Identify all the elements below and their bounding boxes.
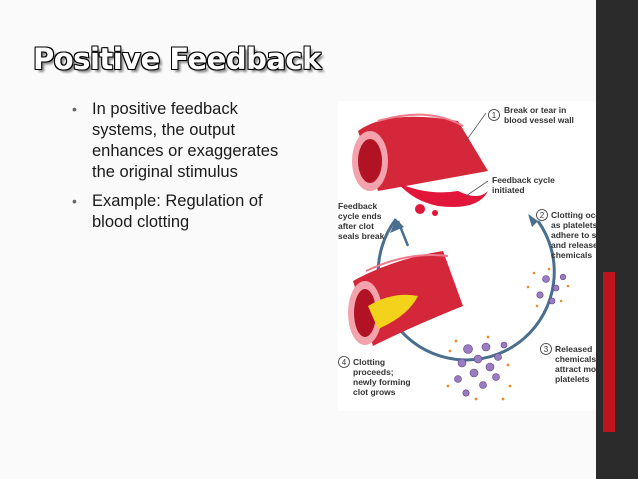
step-1-line-2: blood vessel wall (504, 115, 574, 125)
cycle-exit-arrow (396, 220, 410, 247)
bullet-item: • Example: Regulation of blood clotting (70, 191, 300, 233)
feedback-initiated-leader (465, 180, 489, 197)
step-4-line-3: newly forming (353, 377, 411, 387)
step-4-line-1: Clotting (353, 357, 385, 367)
step-2-number: 2 (540, 211, 545, 220)
step-3-number: 3 (544, 345, 549, 354)
feedback-ends-label: Feedback cycle ends after clot seals bre… (338, 201, 385, 241)
feedback-initiated-label: Feedback cycle initiated (492, 175, 555, 195)
chemical-dots (526, 267, 570, 308)
step-2-line-3: adhere to site (551, 230, 596, 240)
clotted-vessel-illustration (348, 251, 463, 346)
torn-vessel-illustration (352, 113, 488, 216)
blood-clotting-diagram: 1 Break or tear in blood vessel wall Fee… (338, 101, 614, 411)
bullet-dot-icon: • (72, 101, 77, 117)
feedback-initiated-line-2: initiated (492, 185, 525, 195)
step-2-line-1: Clotting occurs (551, 210, 596, 220)
step-2-line-5: chemicals (551, 250, 592, 260)
step-3-line-4: platelets (555, 374, 590, 384)
step-1-label: 1 Break or tear in blood vessel wall (488, 105, 574, 125)
step-4-label: 4 Clotting proceeds; newly forming clot … (338, 356, 411, 397)
feedback-ends-line-3: after clot (338, 221, 374, 231)
step-1-line-1: Break or tear in (504, 105, 566, 115)
slide-title: Positive Feedback (33, 42, 321, 76)
step-3-line-3: attract more (555, 364, 596, 374)
step-1-number: 1 (492, 111, 497, 120)
step-3-line-2: chemicals (555, 354, 596, 364)
chemical-dots-large (446, 335, 512, 401)
bullet-text: In positive feedback systems, the output… (92, 100, 279, 181)
diagram-svg: 1 Break or tear in blood vessel wall Fee… (338, 105, 614, 401)
bullet-dot-icon: • (72, 193, 77, 209)
step-2-line-2: as platelets (551, 220, 596, 230)
step-2-line-4: and release (551, 240, 596, 250)
step-2-label: 2 Clotting occurs as platelets adhere to… (536, 209, 614, 260)
step-4-line-4: clot grows (353, 387, 396, 397)
cycle-arrowhead-icon (528, 214, 538, 227)
bullet-item: • In positive feedback systems, the outp… (70, 99, 300, 183)
platelet-cluster-small (536, 273, 567, 305)
feedback-ends-line-4: seals break (338, 231, 385, 241)
feedback-ends-line-2: cycle ends (338, 211, 382, 221)
feedback-ends-line-1: Feedback (338, 201, 377, 211)
step-3-label: 3 Released chemicals attract more platel… (540, 343, 604, 384)
bullet-text: Example: Regulation of blood clotting (92, 192, 263, 231)
platelet-cluster-large (454, 341, 508, 397)
step-4-line-2: proceeds; (353, 367, 394, 377)
step-4-number: 4 (342, 358, 347, 367)
bullet-list: • In positive feedback systems, the outp… (70, 99, 300, 241)
step-3-line-1: Released (555, 344, 592, 354)
step1-leader (465, 112, 487, 142)
feedback-initiated-line-1: Feedback cycle (492, 175, 555, 185)
red-accent-bar (603, 272, 615, 432)
cycle-end-arrowhead-icon (390, 219, 404, 233)
